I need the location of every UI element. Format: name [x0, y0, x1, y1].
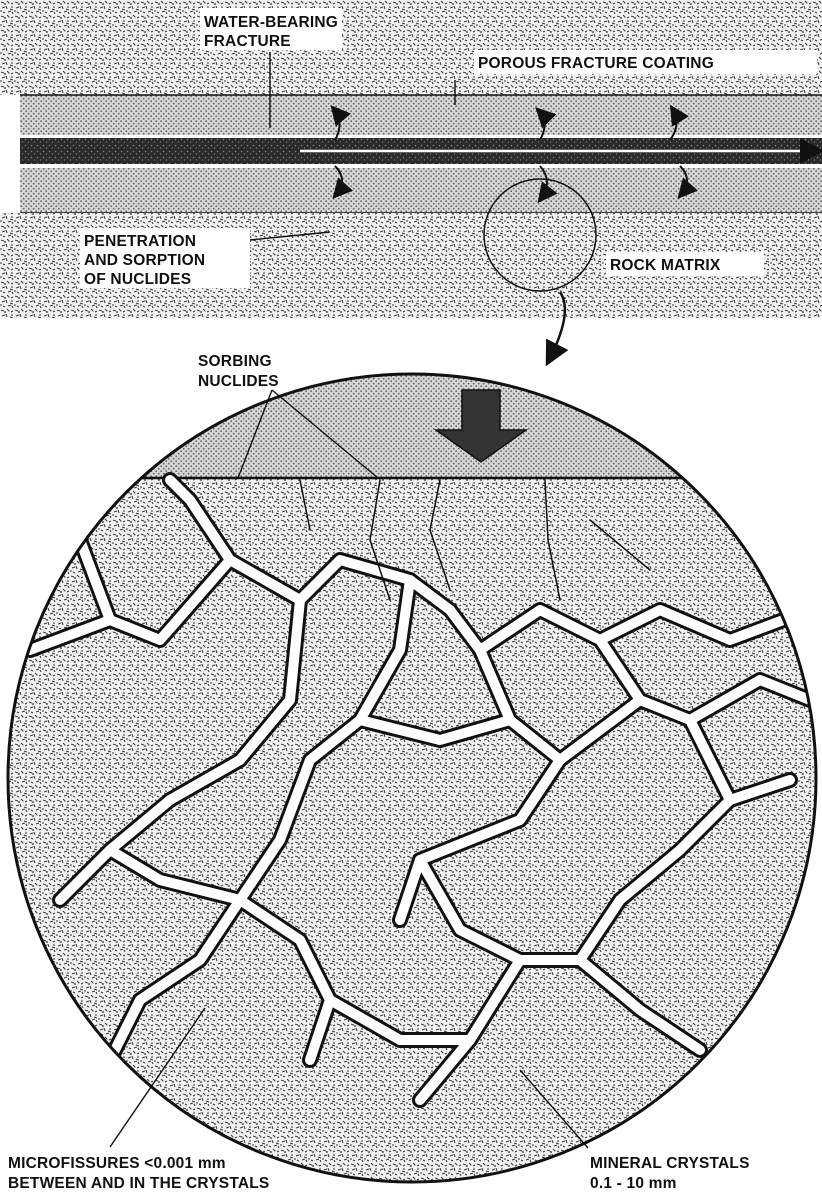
water-bearing-fracture-line-1: WATER-BEARING [204, 14, 338, 31]
svg-text:NUCLIDES: NUCLIDES [198, 373, 279, 390]
svg-text:AND SORPTION: AND SORPTION [84, 252, 205, 269]
magnified-coating [0, 370, 822, 478]
fracture-coating-lower [20, 168, 822, 213]
svg-text:SORBING: SORBING [198, 353, 272, 370]
svg-text:POROUS FRACTURE COATING: POROUS FRACTURE COATING [478, 55, 714, 72]
microfissures-line-2: BETWEEN AND IN THE CRYSTALS [8, 1175, 269, 1192]
svg-text:ROCK MATRIX: ROCK MATRIX [610, 257, 721, 274]
rock-matrix-text: ROCK MATRIX [610, 257, 721, 274]
mineral-crystals-line-2: 0.1 - 10 mm [590, 1175, 677, 1192]
penetration-line-2: AND SORPTION [84, 252, 205, 269]
porous-fracture-coating-text: POROUS FRACTURE COATING [478, 55, 714, 72]
svg-text:MINERAL CRYSTALS: MINERAL CRYSTALS [590, 1155, 750, 1172]
rock-matrix-upper [0, 0, 822, 95]
svg-text:PENETRATION: PENETRATION [84, 233, 196, 250]
svg-text:0.1 - 10 mm: 0.1 - 10 mm [590, 1175, 677, 1192]
sorbing-nuclides-line-2: NUCLIDES [198, 373, 279, 390]
microfissures-line-1: MICROFISSURES <0.001 mm [8, 1155, 226, 1172]
svg-text:BETWEEN AND IN THE CRYSTALS: BETWEEN AND IN THE CRYSTALS [8, 1175, 269, 1192]
fracture-coating-upper [20, 95, 822, 135]
svg-text:MICROFISSURES <0.001 mm: MICROFISSURES <0.001 mm [8, 1155, 226, 1172]
penetration-line-3: OF NUCLIDES [84, 271, 191, 288]
mineral-crystals-line-1: MINERAL CRYSTALS [590, 1155, 750, 1172]
label-rock-matrix: ROCK MATRIX [606, 252, 764, 276]
svg-text:WATER-BEARING: WATER-BEARING [204, 14, 338, 31]
svg-text:FRACTURE: FRACTURE [204, 33, 291, 50]
fracture-cross-section: WATER-BEARING FRACTURE POROUS FRACTURE C… [0, 0, 822, 362]
sorbing-nuclides-line-1: SORBING [198, 353, 272, 370]
water-bearing-fracture-line-2: FRACTURE [204, 33, 291, 50]
penetration-line-1: PENETRATION [84, 233, 196, 250]
svg-text:OF NUCLIDES: OF NUCLIDES [84, 271, 191, 288]
